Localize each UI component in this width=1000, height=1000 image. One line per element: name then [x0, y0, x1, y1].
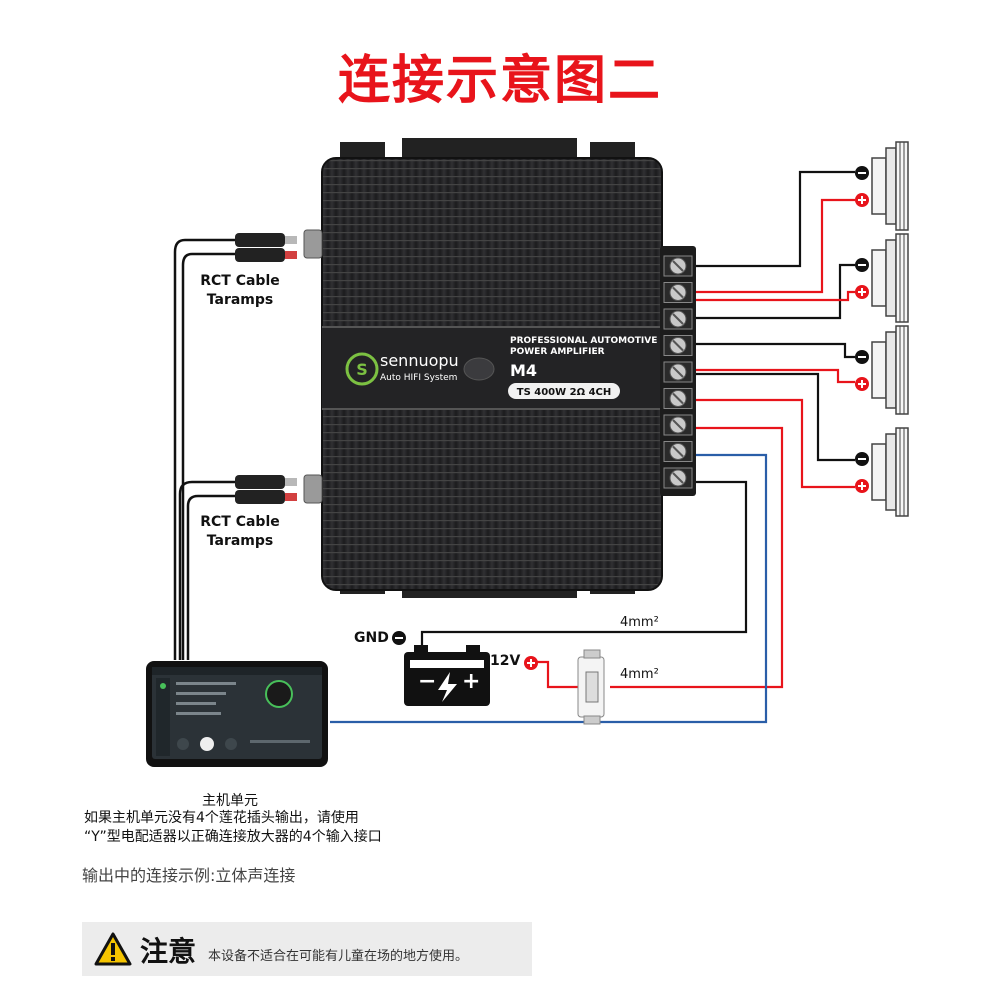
brand-logo-icon: S — [345, 352, 379, 386]
svg-text:+: + — [462, 669, 480, 694]
rca-label-bottom: RCT Cable Taramps — [190, 513, 290, 551]
gnd-minus-icon — [392, 631, 406, 645]
amp-spec: TS 400W 2Ω 4CH — [517, 387, 612, 398]
rca-plugs-top — [235, 233, 297, 262]
speaker-1-icon — [855, 141, 909, 231]
rca-label-top-line2: Taramps — [206, 292, 274, 308]
rca-label-bottom-line2: Taramps — [206, 533, 274, 549]
speaker3-negative-wire — [696, 342, 855, 359]
rca-input-jack-top — [303, 229, 323, 259]
12v-plus-icon — [524, 656, 538, 670]
head-unit-label: 主机单元 — [202, 793, 258, 809]
12v-label: 12V — [490, 653, 521, 669]
head-unit-device — [146, 661, 328, 767]
amp-model: M4 — [510, 361, 537, 380]
speaker-wires — [330, 170, 855, 724]
amp-tagline: Auto HIFI System — [380, 373, 457, 383]
rca-plugs-bottom — [235, 475, 297, 504]
svg-text:−: − — [418, 669, 436, 694]
fuse-holder-icon — [577, 649, 605, 725]
speaker2-positive-wire — [696, 290, 855, 302]
terminal-screw-2 — [663, 282, 693, 303]
remote-wire — [330, 453, 768, 724]
warning-text: 本设备不适合在可能有儿童在场的地方使用。 — [208, 949, 469, 964]
rca-label-top: RCT Cable Taramps — [190, 272, 290, 310]
terminal-screw-6 — [663, 388, 693, 409]
head-unit-note-line1: 如果主机单元没有4个莲花插头输出，请使用 — [84, 810, 359, 826]
speaker4-positive-wire — [696, 398, 855, 489]
speakers — [855, 141, 909, 517]
gnd-label: GND — [354, 630, 389, 646]
battery-icon: − + — [404, 645, 490, 706]
speaker4-negative-wire — [696, 372, 855, 462]
terminal-screw-8 — [663, 441, 693, 462]
terminal-screw-1 — [663, 255, 693, 277]
amp-brand: sennuopu — [380, 351, 459, 370]
rca-label-bottom-line1: RCT Cable — [200, 514, 280, 530]
rca-input-jack-bottom — [303, 474, 323, 504]
connection-example-caption: 输出中的连接示例:立体声连接 — [82, 866, 296, 885]
speaker-3-icon — [855, 325, 909, 415]
terminal-screw-3 — [663, 308, 693, 330]
speaker1-negative-wire — [696, 170, 855, 268]
battery-fuse-wire — [528, 660, 580, 689]
speaker2-negative-wire — [696, 263, 855, 320]
speaker-4-icon — [855, 427, 909, 517]
amplifier: S sennuopu Auto HIFI System PROFESSIONAL… — [303, 138, 663, 598]
terminal-block — [660, 246, 696, 496]
terminal-screw-9 — [663, 467, 693, 489]
power-led — [463, 357, 495, 381]
amp-heading-line1: PROFESSIONAL AUTOMOTIVE — [510, 336, 657, 346]
amp-ground-wire — [420, 480, 748, 645]
wire-gauge-power: 4mm² — [620, 667, 659, 682]
terminal-screw-5 — [663, 361, 693, 383]
terminal-screw-7 — [663, 414, 693, 436]
speaker-2-icon — [855, 233, 909, 323]
warning-heading: 注意 — [140, 935, 197, 968]
rca-cables — [173, 238, 235, 660]
rca-label-top-line1: RCT Cable — [200, 273, 280, 289]
page-title: 连接示意图二 — [337, 51, 662, 111]
amp-spec-badge — [508, 383, 620, 399]
speaker3-positive-wire — [696, 368, 855, 384]
warning-triangle-icon — [94, 932, 132, 966]
amp-heading-line2: POWER AMPLIFIER — [510, 347, 605, 357]
amp-power-positive-wire — [610, 426, 784, 689]
wire-gauge-ground: 4mm² — [620, 615, 659, 630]
terminal-screw-4 — [663, 335, 693, 356]
svg-text:S: S — [356, 360, 368, 379]
speaker1-positive-wire — [696, 198, 855, 294]
head-unit-note-line2: “Y”型电配适器以正确连接放大器的4个输入接口 — [84, 829, 382, 845]
warning-banner — [82, 922, 532, 976]
